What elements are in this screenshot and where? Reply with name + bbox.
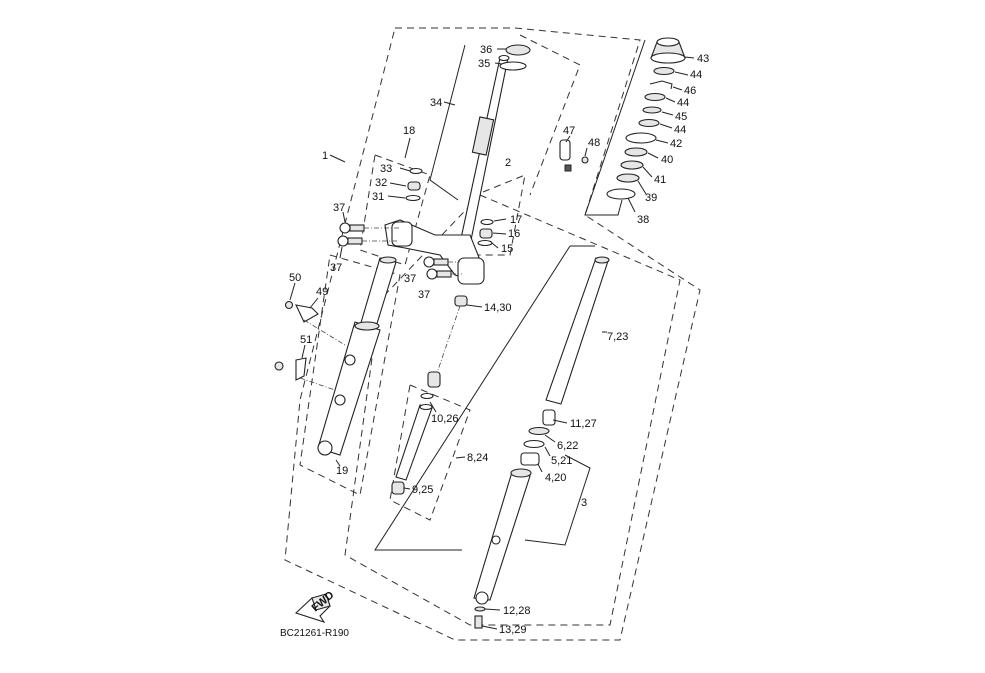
inner-fork-parts	[391, 295, 468, 495]
callout-43: 43	[697, 53, 709, 65]
callout-33: 33	[380, 163, 392, 175]
part-32	[407, 181, 421, 191]
callout-7-23: 7,23	[607, 331, 628, 343]
part-51-clamp	[295, 357, 307, 381]
callout-14-30: 14,30	[484, 302, 512, 314]
group-2-upper-boundary	[475, 174, 526, 256]
callout-11-27: 11,27	[570, 418, 597, 430]
bracket-7-23	[374, 245, 571, 551]
part-13-29-bolt	[474, 615, 483, 629]
callout-9-25: 9,25	[412, 484, 433, 496]
under-bracket	[384, 219, 485, 285]
callout-44-b: 44	[677, 97, 689, 109]
part-35-ring	[499, 61, 527, 71]
callout-12-28: 12,28	[503, 605, 531, 617]
callout-1: 1	[322, 150, 328, 162]
bolt-37a	[339, 222, 365, 234]
callout-48: 48	[588, 137, 600, 149]
bracket-3	[524, 454, 591, 546]
callout-37-a: 37	[333, 202, 345, 214]
callout-5-21: 5,21	[551, 455, 572, 467]
callout-17: 17	[510, 214, 522, 226]
group-8-24-boundary	[389, 384, 471, 521]
right-fork-outer-leg	[473, 468, 532, 605]
bolt-37c	[423, 256, 449, 268]
callout-16: 16	[508, 228, 520, 240]
part-12-28-washer	[474, 606, 486, 612]
callout-37-b: 37	[330, 262, 342, 274]
callout-6-22: 6,22	[557, 440, 578, 452]
part-33	[409, 167, 423, 175]
callout-42: 42	[670, 138, 682, 150]
callout-51: 51	[300, 334, 312, 346]
fwd-arrow-icon: FWD	[294, 589, 336, 624]
callout-31: 31	[372, 191, 384, 203]
part-49-bracket	[295, 304, 319, 323]
diagram-code: BC21261-R190	[280, 628, 349, 639]
part-15	[477, 239, 493, 247]
part-51-bolt	[274, 361, 284, 371]
callout-35: 35	[478, 58, 490, 70]
callout-13-29: 13,29	[499, 624, 527, 636]
callout-3: 3	[581, 497, 587, 509]
bracket-38-46	[584, 39, 646, 216]
callout-38: 38	[637, 214, 649, 226]
part-47-lock	[559, 139, 572, 172]
callout-18: 18	[403, 125, 415, 137]
callout-44-a: 44	[690, 69, 702, 81]
callout-50: 50	[289, 272, 301, 284]
assembly-1-boundary	[284, 27, 701, 641]
bearing-stack	[606, 37, 686, 200]
callout-34: 34	[430, 97, 442, 109]
callout-8-24: 8,24	[467, 452, 488, 464]
callout-40: 40	[661, 154, 673, 166]
callout-44-c: 44	[674, 124, 686, 136]
bolt-37b	[337, 235, 363, 247]
callout-49: 49	[316, 286, 328, 298]
steering-stem	[459, 54, 510, 246]
callout-47: 47	[563, 125, 575, 137]
group-18-boundary	[359, 154, 431, 266]
group-steering-boundary	[519, 34, 581, 196]
right-fork-inner-tube	[520, 256, 610, 466]
callout-41: 41	[654, 174, 666, 186]
part-50-bolt	[284, 300, 294, 310]
callout-36: 36	[480, 44, 492, 56]
part-36-seal	[505, 44, 531, 56]
leader-lines	[289, 48, 695, 630]
callout-37-d: 37	[418, 289, 430, 301]
callout-37-c: 37	[404, 273, 416, 285]
part-17	[480, 218, 494, 226]
bracket-34	[429, 44, 466, 201]
part-48	[581, 156, 589, 164]
bolt-37d	[426, 268, 452, 280]
callout-39: 39	[645, 192, 657, 204]
callout-2: 2	[505, 157, 511, 169]
callout-46: 46	[684, 85, 696, 97]
callout-15: 15	[501, 243, 513, 255]
left-fork-leg	[317, 256, 397, 456]
callout-10-26: 10,26	[431, 413, 459, 425]
callout-4-20: 4,20	[545, 472, 566, 484]
callout-32: 32	[375, 177, 387, 189]
part-31	[405, 194, 421, 202]
callout-45: 45	[675, 111, 687, 123]
part-16	[479, 228, 493, 239]
callout-19: 19	[336, 465, 348, 477]
